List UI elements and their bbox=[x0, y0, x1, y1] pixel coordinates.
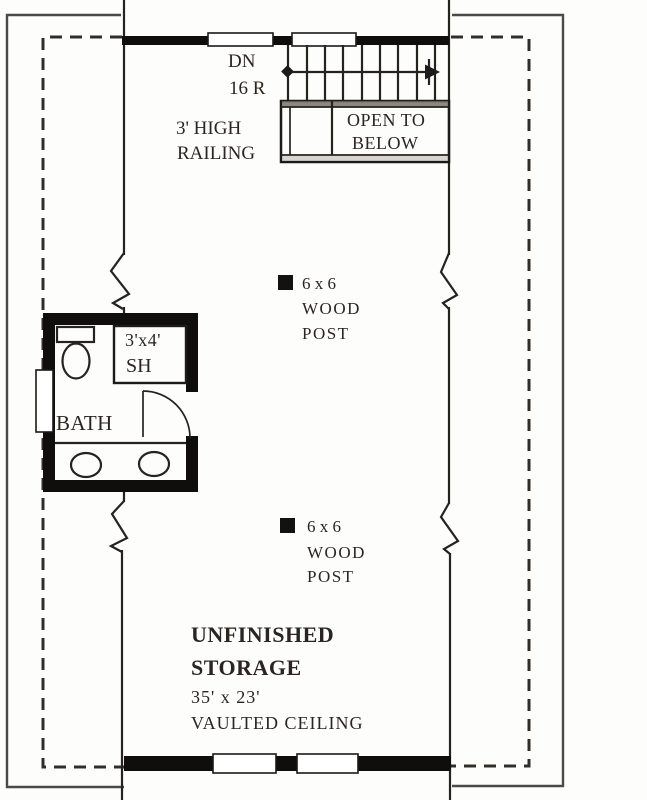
wall-bottom-window-2 bbox=[296, 753, 359, 774]
bath-label: BATH bbox=[56, 411, 113, 435]
wall-top-window-2 bbox=[291, 32, 357, 47]
railing-and-opening bbox=[279, 99, 451, 164]
stairs-risers-label: 16 R bbox=[229, 78, 266, 99]
post1-size-label: 6 x 6 bbox=[302, 274, 336, 293]
shower-size-label: 3'x4' bbox=[125, 330, 161, 350]
wall-top bbox=[122, 36, 449, 45]
bath-wall-right-lower bbox=[186, 436, 198, 482]
railing-label-line1: 3' HIGH bbox=[176, 118, 241, 139]
wood-post-marker-2 bbox=[280, 518, 295, 533]
roof-outline-left bbox=[5, 13, 124, 789]
toilet-tank-icon bbox=[55, 325, 96, 344]
wall-left bbox=[120, 0, 126, 800]
railing-bottom-band bbox=[282, 156, 448, 161]
storage-label-line1: UNFINISHED bbox=[191, 622, 334, 647]
wall-break-right-lower-icon bbox=[439, 502, 460, 555]
bath-window bbox=[35, 369, 54, 433]
wood-post-marker-1 bbox=[278, 275, 293, 290]
stairs-down-label: DN bbox=[228, 51, 256, 72]
wall-bottom bbox=[124, 756, 451, 771]
sink-left-icon bbox=[69, 451, 103, 479]
open-to-below-label-line2: BELOW bbox=[352, 133, 418, 153]
railing-label-line2: RAILING bbox=[177, 143, 255, 164]
stair-direction-arrowhead-icon bbox=[425, 64, 440, 80]
bathroom bbox=[35, 313, 198, 492]
wall-break-right-upper-icon bbox=[439, 252, 459, 310]
sink-right-icon bbox=[137, 450, 171, 478]
bath-wall-top bbox=[43, 313, 198, 325]
roof-outline-right bbox=[452, 13, 565, 788]
wall-top-window-1 bbox=[207, 32, 274, 47]
bath-wall-right-upper bbox=[186, 325, 198, 392]
post2-post-label: POST bbox=[307, 567, 355, 586]
eave-dashed-left bbox=[41, 35, 124, 769]
stair-direction-start-marker bbox=[281, 65, 294, 78]
toilet-bowl-icon bbox=[61, 342, 91, 380]
post2-wood-label: WOOD bbox=[307, 543, 366, 562]
open-to-below-label-line1: OPEN TO bbox=[347, 110, 425, 130]
shower-stall bbox=[112, 324, 188, 385]
wall-break-left-lower-icon bbox=[108, 500, 129, 553]
storage-dimensions-label: 35' x 23' bbox=[191, 687, 261, 707]
post1-wood-label: WOOD bbox=[302, 299, 361, 318]
bath-wall-bottom bbox=[43, 480, 198, 492]
wall-break-left-upper-icon bbox=[109, 252, 131, 310]
shower-abbr-label: SH bbox=[126, 355, 152, 377]
post2-size-label: 6 x 6 bbox=[307, 517, 341, 536]
stairs bbox=[281, 45, 440, 101]
storage-ceiling-label: VAULTED CEILING bbox=[191, 713, 364, 733]
storage-label-line2: STORAGE bbox=[191, 655, 302, 680]
wall-bottom-window-1 bbox=[212, 753, 277, 774]
post1-post-label: POST bbox=[302, 324, 350, 343]
eave-dashed-right bbox=[451, 35, 531, 768]
door-swing-arc bbox=[142, 390, 191, 439]
railing-top-band bbox=[282, 101, 448, 107]
